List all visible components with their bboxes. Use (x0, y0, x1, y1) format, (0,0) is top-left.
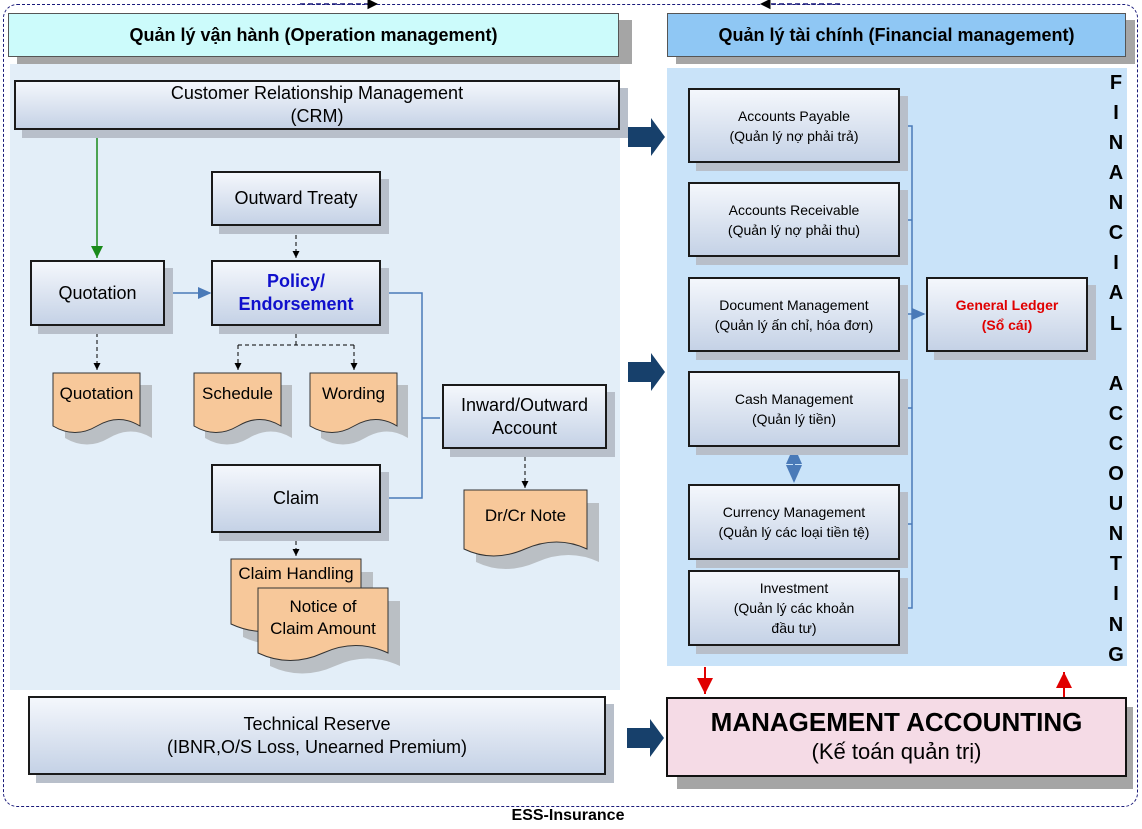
outer-frame (3, 4, 1138, 807)
crm-box: Customer Relationship Management (CRM) (14, 80, 620, 130)
investment-label: Investment (Quản lý các khoản đầu tư) (733, 580, 855, 636)
fa-letter: G (1108, 644, 1124, 666)
cash-management-label: Cash Management (Quản lý tiền) (734, 391, 854, 427)
investment-box: Investment (Quản lý các khoản đầu tư) (688, 570, 900, 646)
accounts-receivable-box: Accounts Receivable (Quản lý nợ phải thu… (688, 182, 900, 257)
management-accounting-title: MANAGEMENT ACCOUNTING (710, 707, 1083, 737)
quotation-box: Quotation (30, 260, 165, 326)
document-management-box: Document Management (Quản lý ấn chỉ, hóa… (688, 277, 900, 352)
fa-letter: U (1108, 493, 1124, 515)
operation-header: Quản lý vận hành (Operation management) (8, 13, 619, 57)
outward-treaty-label: Outward Treaty (234, 188, 358, 208)
schedule-document: Schedule (202, 384, 273, 403)
fa-letter: O (1108, 463, 1124, 485)
management-accounting-box: MANAGEMENT ACCOUNTING (Kế toán quản trị) (666, 697, 1127, 777)
currency-management-label: Currency Management (Quản lý các loại ti… (718, 504, 870, 540)
fa-letter: I (1113, 583, 1119, 605)
financial-header: Quản lý tài chính (Financial management) (667, 13, 1126, 57)
accounts-payable-box: Accounts Payable (Quản lý nợ phải trả) (688, 88, 900, 163)
accounts-receivable-label: Accounts Receivable (Quản lý nợ phải thu… (727, 201, 861, 238)
fa-letter: L (1109, 313, 1123, 335)
financial-panel (667, 68, 1127, 666)
fa-letter: C (1108, 222, 1124, 244)
claim-handling-document: Claim Handling (238, 564, 354, 583)
fa-letter: I (1113, 252, 1119, 274)
accounts-payable-label: Accounts Payable (Quản lý nợ phải trả) (729, 107, 859, 144)
fa-letter: F (1109, 72, 1123, 94)
claim-box: Claim (211, 464, 381, 533)
inward-outward-account-box: Inward/Outward Account (442, 384, 607, 449)
wording-document: Wording (322, 384, 385, 403)
technical-reserve-label: Technical Reserve (IBNR,O/S Loss, Unearn… (166, 713, 468, 757)
fa-letter: C (1108, 403, 1124, 425)
technical-reserve-box: Technical Reserve (IBNR,O/S Loss, Unearn… (28, 696, 606, 775)
quotation-document: Quotation (59, 384, 134, 403)
document-management-label: Document Management (Quản lý ấn chỉ, hóa… (714, 296, 874, 333)
notice-of-claim-amount-document: Notice of Claim Amount (270, 597, 376, 638)
cash-management-box: Cash Management (Quản lý tiền) (688, 371, 900, 447)
fa-letter: I (1113, 102, 1119, 124)
crm-label: Customer Relationship Management (CRM) (170, 83, 464, 126)
policy-endorsement-label: Policy/ Endorsement (238, 271, 354, 314)
fa-letter: C (1108, 433, 1124, 455)
drcr-note-document: Dr/Cr Note (484, 506, 567, 525)
fa-letter: N (1108, 132, 1124, 154)
management-accounting-subtitle: (Kế toán quản trị) (811, 739, 982, 764)
fa-letter: T (1109, 553, 1123, 575)
quotation-label: Quotation (58, 282, 137, 303)
footer-label: ESS-Insurance (511, 807, 625, 824)
claim-label: Claim (272, 488, 319, 508)
fa-letter: A (1108, 162, 1124, 184)
fa-letter: N (1108, 192, 1124, 214)
policy-endorsement-box: Policy/ Endorsement (211, 260, 381, 326)
general-ledger-box: General Ledger (Sổ cái) (926, 277, 1088, 352)
outward-treaty-box: Outward Treaty (211, 171, 381, 226)
general-ledger-label: General Ledger (Sổ cái) (955, 296, 1059, 333)
fa-letter: A (1108, 282, 1124, 304)
fa-letter: N (1108, 523, 1124, 545)
currency-management-box: Currency Management (Quản lý các loại ti… (688, 484, 900, 560)
fa-letter: A (1108, 373, 1124, 395)
inward-outward-account-label: Inward/Outward Account (460, 394, 589, 438)
fa-letter: N (1108, 614, 1124, 636)
